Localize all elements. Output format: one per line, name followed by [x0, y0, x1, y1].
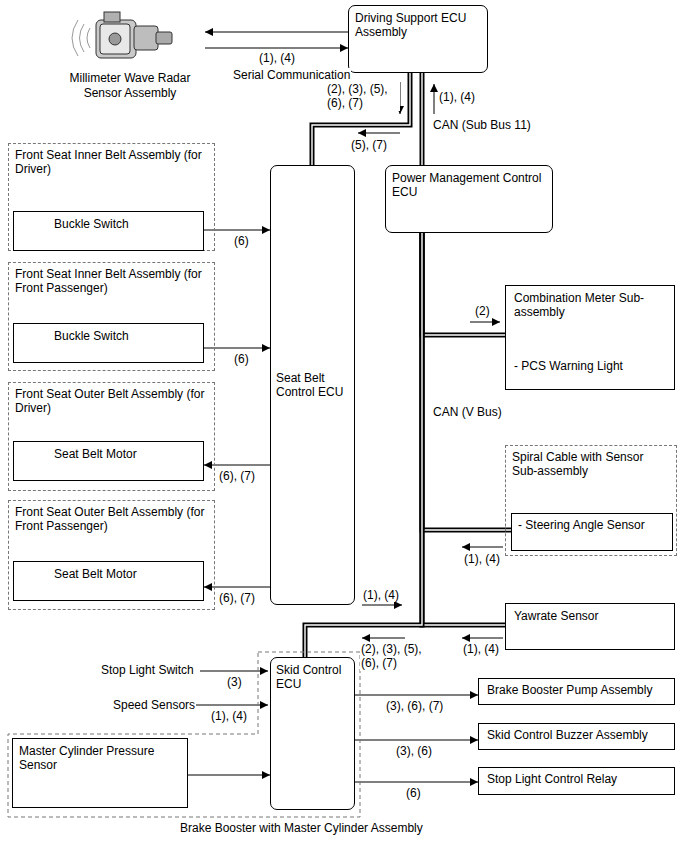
node-title: Buckle Switch: [54, 217, 195, 231]
can-bus-line: [312, 73, 410, 165]
sensor-box: Yawrate Sensor: [505, 603, 675, 650]
signal-number: (2), (3), (5), (6), (7): [326, 82, 400, 111]
ecu-box: Power Management Control ECU: [385, 165, 553, 233]
signal-number: (5), (7): [350, 138, 388, 152]
signal-arrow: [204, 230, 270, 231]
can-bus-inner: [421, 73, 422, 165]
signal-number: (1), (4): [210, 709, 248, 723]
node-title: - Steering Angle Sensor: [518, 518, 666, 532]
can-bus-inner: [422, 233, 505, 625]
node-title: Power Management Control ECU: [392, 171, 546, 200]
signal-arrow: [205, 48, 348, 49]
node-title: Yawrate Sensor: [514, 609, 666, 623]
node-title: Skid Control Buzzer Assembly: [487, 728, 666, 742]
node-title: Skid Control ECU: [276, 663, 349, 692]
can-bus-inner: [422, 233, 511, 530]
sensor-box: Master Cylinder Pressure Sensor: [12, 738, 188, 808]
meter-box: Combination Meter Sub-assembly - PCS Warn…: [505, 285, 675, 390]
node-title: Millimeter Wave Radar Sensor Assembly: [59, 71, 201, 100]
signal-arrow: [204, 587, 270, 588]
sensor-illustration: Millimeter Wave Radar Sensor Assembly: [55, 5, 205, 102]
radar-illustration: [72, 12, 172, 58]
switch-name: Stop Light Switch: [100, 663, 195, 677]
can-bus-inner: [422, 233, 505, 335]
node-title: Front Seat Inner Belt Assembly (for Driv…: [15, 148, 208, 177]
signal-arrow: [355, 740, 478, 741]
group-outline: [8, 652, 360, 817]
signal-number: (1), (4): [362, 588, 400, 602]
signal-number: (6): [233, 234, 250, 248]
node-title: Brake Booster with Master Cylinder Assem…: [180, 821, 423, 835]
signal-number: (2): [474, 304, 491, 318]
node-subtext: - PCS Warning Light: [514, 359, 666, 373]
signal-number: (6): [233, 352, 250, 366]
signal-number: (6), (7): [218, 591, 256, 605]
switch-box: Buckle Switch: [13, 211, 204, 251]
signal-number: (3): [226, 675, 243, 689]
ecu-box: Driving Support ECU Assembly: [348, 5, 488, 73]
sensor-box: - Steering Angle Sensor: [511, 513, 673, 551]
node-title: Spiral Cable with Sensor Sub-assembly: [512, 450, 670, 479]
motor-box: Seat Belt Motor: [13, 441, 204, 481]
node-title: Stop Light Control Relay: [487, 772, 666, 786]
signal-arrow: [355, 782, 478, 783]
node-title: Seat Belt Motor: [54, 447, 195, 461]
signal-number: (3), (6): [395, 744, 433, 758]
assembly-group: Front Seat Outer Belt Assembly (for Fron…: [8, 500, 215, 610]
signal-number: (1), (4): [258, 51, 296, 65]
ecu-box: Skid Control ECU: [270, 657, 355, 810]
signal-number: (1), (4): [463, 552, 501, 566]
actuator-box: Skid Control Buzzer Assembly: [478, 723, 675, 750]
signal-number: (6): [405, 786, 422, 800]
can-bus-line: [422, 233, 505, 625]
ecu-box: Seat Belt Control ECU: [270, 165, 355, 605]
signal-number: (1), (4): [462, 642, 500, 656]
node-title: Seat Belt Motor: [54, 567, 195, 581]
switch-box: Buckle Switch: [13, 323, 204, 363]
signal-number: (2), (3), (5), (6), (7): [360, 642, 434, 671]
node-title: Buckle Switch: [54, 329, 195, 343]
bus-name: CAN (V Bus): [432, 405, 503, 419]
actuator-box: Brake Booster Pump Assembly: [478, 678, 675, 705]
signal-arrow: [204, 348, 270, 349]
signal-arrow: [188, 775, 270, 776]
bus-name: CAN (Sub Bus 11): [432, 118, 532, 132]
signal-number: (3), (6), (7): [385, 699, 444, 713]
signal-number: (1), (4): [438, 90, 476, 104]
can-bus-line: [422, 233, 505, 335]
signal-arrow: [204, 465, 270, 466]
node-title: Brake Booster Pump Assembly: [487, 683, 666, 697]
node-title: Master Cylinder Pressure Sensor: [19, 744, 181, 773]
can-bus-line: [420, 73, 425, 165]
assembly-group: Front Seat Inner Belt Assembly (for Fron…: [8, 262, 215, 371]
signal-arrow: [355, 695, 478, 696]
node-title: Seat Belt Control ECU: [276, 371, 349, 400]
signal-arrow: [205, 32, 348, 33]
node-title: Front Seat Outer Belt Assembly (for Fron…: [15, 505, 208, 534]
sensor-name: Speed Sensors: [112, 698, 196, 712]
assembly-group: Front Seat Inner Belt Assembly (for Driv…: [8, 143, 215, 251]
signal-number: (6), (7): [218, 469, 256, 483]
can-bus-line: [422, 233, 511, 530]
node-title: Driving Support ECU Assembly: [355, 11, 481, 40]
assembly-group: Front Seat Outer Belt Assembly (for Driv…: [8, 382, 215, 491]
motor-box: Seat Belt Motor: [13, 561, 204, 601]
node-title: Front Seat Inner Belt Assembly (for Fron…: [15, 267, 208, 296]
node-title: Combination Meter Sub-assembly: [514, 291, 666, 320]
node-title: Front Seat Outer Belt Assembly (for Driv…: [15, 387, 208, 416]
bus-name: Serial Communication: [232, 68, 351, 82]
actuator-box: Stop Light Control Relay: [478, 767, 675, 795]
can-bus-inner: [312, 73, 410, 165]
assembly-group: Spiral Cable with Sensor Sub-assembly - S…: [505, 445, 677, 556]
